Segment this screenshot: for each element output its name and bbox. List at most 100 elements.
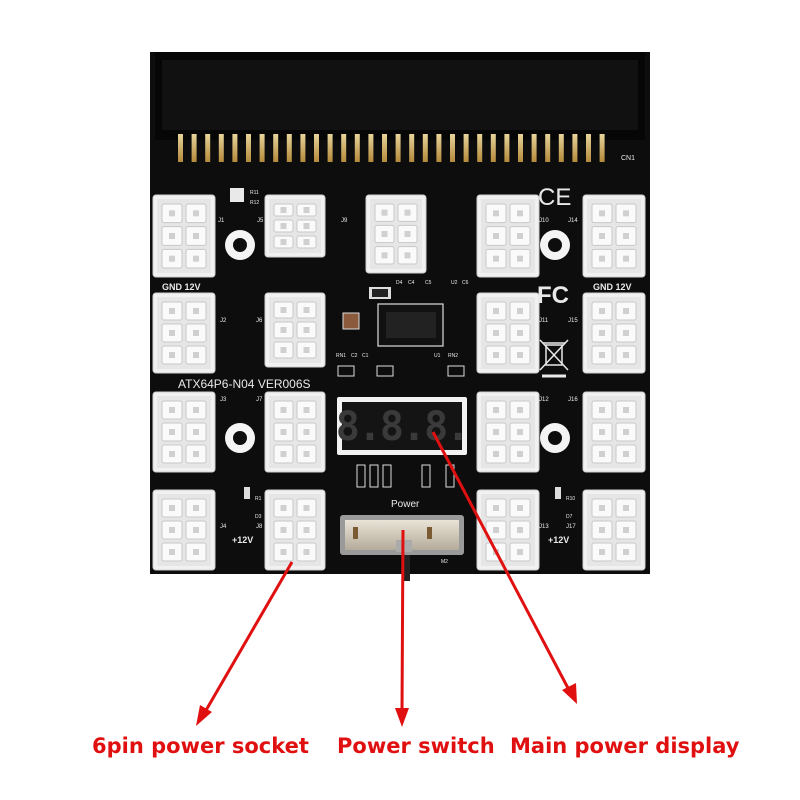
gold-pin	[341, 134, 347, 162]
gold-pin	[327, 134, 333, 162]
gold-pin	[463, 134, 469, 162]
cn1-label: CN1	[621, 155, 635, 162]
gold-pin	[558, 134, 564, 162]
label-rn2: RN2	[448, 353, 458, 359]
six-pin-socket	[264, 391, 326, 473]
six-pin-socket	[264, 194, 326, 258]
gold-pin	[191, 134, 197, 162]
label-j16: J16	[568, 397, 578, 403]
callout-6pin-socket: 6pin power socket	[92, 734, 309, 758]
six-pin-socket	[152, 292, 216, 374]
callout-power-switch: Power switch	[337, 734, 495, 758]
six-pin-socket	[582, 292, 646, 374]
gold-pin	[368, 134, 374, 162]
gold-pin	[246, 134, 251, 162]
label-c6: C6	[462, 280, 469, 286]
label-r11: R11	[250, 190, 259, 196]
gold-pin	[545, 134, 551, 162]
gold-pin	[300, 134, 306, 162]
six-pin-socket	[476, 292, 540, 374]
weee-icon	[539, 339, 569, 378]
arrowhead-switch	[395, 708, 409, 727]
six-pin-socket	[264, 489, 326, 571]
display-digits: 8.8.8.	[336, 404, 469, 450]
label-j17: J17	[566, 524, 576, 530]
gold-pin	[490, 134, 496, 162]
gold-pin	[259, 134, 265, 162]
label-j14: J14	[568, 218, 578, 224]
gold-pin	[232, 134, 238, 162]
label-c1: C1	[362, 353, 369, 359]
gold-pin	[286, 134, 292, 162]
model-text: ATX64P6-N04 VER006S	[178, 377, 311, 391]
label-m2: M2	[441, 559, 448, 565]
label-j12: J12	[539, 397, 549, 403]
label-c4: C4	[408, 280, 415, 286]
plus12v-right: +12V	[548, 535, 569, 545]
gold-pin	[205, 134, 211, 162]
mounting-holes	[225, 230, 570, 453]
gold-pin	[450, 134, 455, 162]
gold-pin	[409, 134, 415, 162]
label-r1: R1	[255, 496, 262, 502]
main-power-display: 8.8.8.	[336, 397, 470, 455]
gold-pin	[382, 134, 387, 162]
gold-pin	[178, 134, 183, 162]
label-j15: J15	[568, 318, 578, 324]
label-j1: J1	[218, 218, 225, 224]
label-j10: J10	[539, 218, 549, 224]
label-j11: J11	[539, 318, 549, 324]
six-pin-socket	[152, 489, 216, 571]
gold-pin	[599, 134, 605, 162]
central-components	[230, 188, 561, 499]
label-j8: J8	[256, 524, 263, 530]
six-pin-socket	[365, 194, 427, 274]
six-pin-socket	[476, 194, 540, 278]
connector-group	[152, 194, 646, 571]
power-label: Power	[391, 499, 420, 510]
gold-pin	[436, 134, 442, 162]
label-j9: J9	[341, 218, 348, 224]
label-j4: J4	[220, 524, 227, 530]
label-d3: D3	[255, 514, 262, 520]
edge-connector-pins	[178, 134, 605, 162]
label-r12: R12	[250, 200, 259, 206]
label-u2: U2	[451, 280, 458, 286]
silkscreen-text: CN1 ATX64P6-N04 VER006S Power GND 12V GN…	[162, 155, 635, 565]
label-j2: J2	[220, 318, 227, 324]
gold-pin	[218, 134, 224, 162]
six-pin-socket	[582, 194, 646, 278]
gold-pin	[314, 134, 319, 162]
callout-arrows	[196, 431, 577, 727]
gold-pin	[273, 134, 279, 162]
label-j6: J6	[256, 318, 263, 324]
label-c5: C5	[425, 280, 432, 286]
gold-pin	[586, 134, 591, 162]
label-j7: J7	[256, 397, 263, 403]
six-pin-socket	[582, 391, 646, 473]
gnd-12v-right: GND 12V	[593, 282, 632, 292]
label-c2: C2	[351, 353, 358, 359]
gold-pin	[518, 134, 523, 162]
label-u1: U1	[434, 353, 441, 359]
label-d7: D7	[566, 514, 573, 520]
label-j3: J3	[220, 397, 227, 403]
ce-mark: CE	[538, 184, 571, 211]
gold-pin	[504, 134, 510, 162]
gold-pin	[531, 134, 537, 162]
label-rn1: RN1	[336, 353, 346, 359]
six-pin-socket	[264, 292, 326, 368]
callout-main-power-display: Main power display	[510, 734, 740, 758]
gnd-12v-left: GND 12V	[162, 282, 201, 292]
gold-pin	[477, 134, 483, 162]
six-pin-socket	[476, 391, 540, 473]
label-r10: R10	[566, 496, 575, 502]
label-j5: J5	[257, 218, 264, 224]
arrowhead-display	[562, 683, 577, 704]
label-d4: D4	[396, 280, 403, 286]
gold-pin	[572, 134, 578, 162]
gold-pin	[395, 134, 401, 162]
six-pin-socket	[582, 489, 646, 571]
six-pin-socket	[476, 489, 540, 571]
